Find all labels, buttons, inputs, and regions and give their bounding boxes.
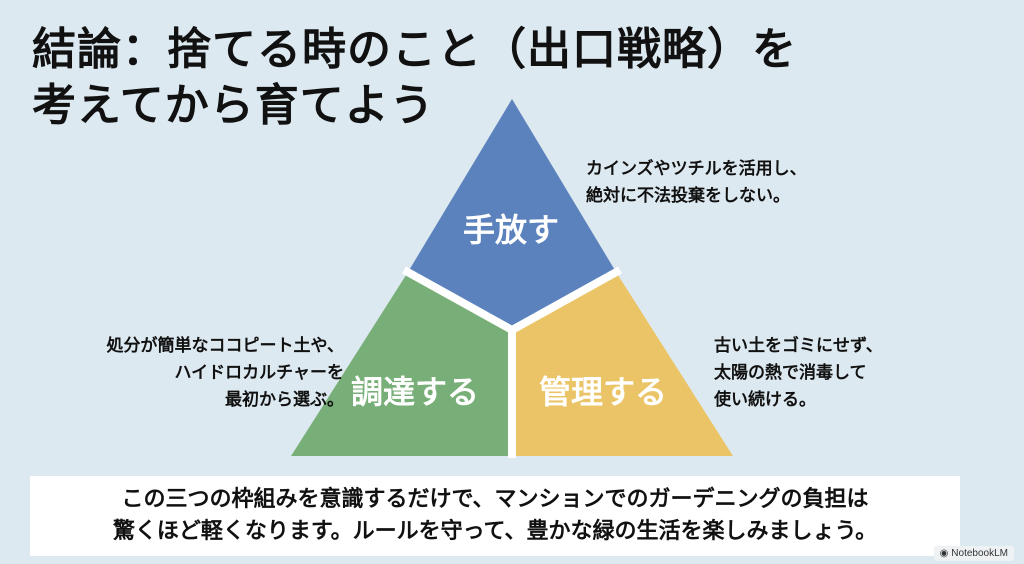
summary-line-1: この三つの枠組みを意識するだけで、マンションでのガーデニングの負担は	[121, 487, 869, 512]
divider-line-left	[402, 266, 514, 334]
segment-manage	[512, 272, 733, 456]
note-line: カインズやツチルを活用し、	[586, 159, 807, 179]
note-line: 絶対に不法投棄をしない。	[586, 186, 790, 206]
note-line: 太陽の熱で消毒して	[714, 363, 867, 383]
title-line-1: 結論：捨てる時のこと（出口戦略）を	[32, 24, 797, 75]
divider-line-right	[510, 266, 622, 334]
summary-box: この三つの枠組みを意識するだけで、マンションでのガーデニングの負担は 驚くほど軽…	[30, 476, 960, 556]
note-line: 使い続ける。	[714, 390, 816, 410]
note-line: 最初から選ぶ。	[225, 390, 344, 410]
title-line-2: 考えてから育てよう	[32, 80, 435, 131]
note-procure: 処分が簡単なココピート土や、 ハイドロカルチャーを 最初から選ぶ。	[38, 333, 345, 414]
note-manage: 古い土をゴミにせず、 太陽の熱で消毒して 使い続ける。	[714, 333, 883, 414]
segment-label-release: 手放す	[463, 211, 559, 249]
watermark: ◉NotebookLM	[933, 546, 1014, 561]
summary-line-2: 驚くほど軽くなります。ルールを守って、豊かな緑の生活を楽しみましょう。	[112, 519, 878, 544]
note-line: ハイドロカルチャーを	[174, 363, 345, 383]
watermark-text: NotebookLM	[951, 548, 1008, 559]
note-line: 処分が簡単なココピート土や、	[106, 336, 345, 356]
segment-procure	[291, 272, 512, 456]
segment-label-manage: 管理する	[539, 373, 667, 411]
page-title: 結論：捨てる時のこと（出口戦略）を 考えてから育てよう	[32, 22, 932, 134]
segment-release	[408, 99, 616, 330]
note-release: カインズやツチルを活用し、 絶対に不法投棄をしない。	[586, 156, 807, 210]
segment-label-procure: 調達する	[351, 373, 479, 411]
notebooklm-logo-icon: ◉	[939, 548, 949, 559]
note-line: 古い土をゴミにせず、	[714, 336, 883, 356]
